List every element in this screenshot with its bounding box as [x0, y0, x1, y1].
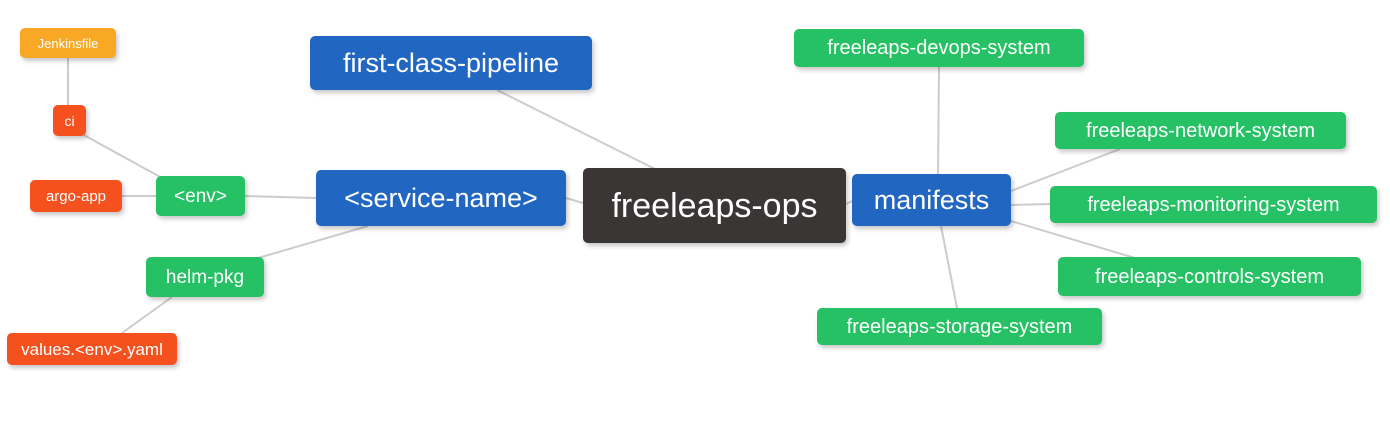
node-first-class-pipeline[interactable]: first-class-pipeline: [310, 36, 592, 90]
edge-manifests--freeleaps-network-system: [1010, 148, 1121, 192]
edge-values-env-yaml--helm-pkg: [121, 296, 173, 334]
node-label: Jenkinsfile: [37, 35, 99, 51]
node-label: values.<env>.yaml: [21, 339, 163, 359]
node-jenkinsfile[interactable]: Jenkinsfile: [20, 28, 116, 58]
node-label: freeleaps-network-system: [1086, 119, 1315, 142]
node-argo-app[interactable]: argo-app: [30, 180, 122, 212]
node-label: freeleaps-devops-system: [827, 37, 1051, 59]
edge-helm-pkg--service-name: [257, 225, 369, 259]
edge-manifests--freeleaps-storage-system: [940, 225, 958, 309]
edge-service-name--freeleaps-ops: [565, 197, 584, 204]
node-service-name[interactable]: <service-name>: [316, 170, 566, 226]
node-freeleaps-ops[interactable]: freeleaps-ops: [583, 168, 846, 243]
node-label: argo-app: [45, 187, 107, 205]
node-label: helm-pkg: [165, 266, 245, 288]
edge-first-class-pipeline--freeleaps-ops: [496, 89, 656, 170]
node-label: freeleaps-ops: [611, 186, 818, 225]
node-freeleaps-controls-system[interactable]: freeleaps-controls-system: [1058, 257, 1361, 296]
edge-ci--env: [81, 133, 163, 179]
node-label: <service-name>: [344, 182, 538, 213]
node-helm-pkg[interactable]: helm-pkg: [146, 257, 264, 297]
node-label: first-class-pipeline: [342, 47, 560, 78]
node-values-env-yaml[interactable]: values.<env>.yaml: [7, 333, 177, 365]
node-manifests[interactable]: manifests: [852, 174, 1011, 226]
node-ci[interactable]: ci: [53, 105, 86, 136]
node-freeleaps-devops-system[interactable]: freeleaps-devops-system: [794, 29, 1084, 67]
node-label: freeleaps-storage-system: [846, 315, 1073, 338]
node-label: manifests: [873, 184, 990, 215]
node-label: freeleaps-controls-system: [1095, 265, 1324, 288]
node-label: <env>: [174, 185, 227, 207]
edge-manifests--freeleaps-devops-system: [937, 66, 940, 175]
edge-env--service-name: [244, 195, 317, 199]
edge-manifests--freeleaps-monitoring-system: [1010, 203, 1051, 206]
edge-manifests--freeleaps-controls-system: [1010, 220, 1136, 259]
node-freeleaps-storage-system[interactable]: freeleaps-storage-system: [817, 308, 1102, 345]
node-label: freeleaps-monitoring-system: [1087, 193, 1340, 216]
node-env[interactable]: <env>: [156, 176, 245, 216]
node-label: ci: [64, 112, 75, 129]
node-freeleaps-network-system[interactable]: freeleaps-network-system: [1055, 112, 1346, 149]
node-freeleaps-monitoring-system[interactable]: freeleaps-monitoring-system: [1050, 186, 1377, 223]
